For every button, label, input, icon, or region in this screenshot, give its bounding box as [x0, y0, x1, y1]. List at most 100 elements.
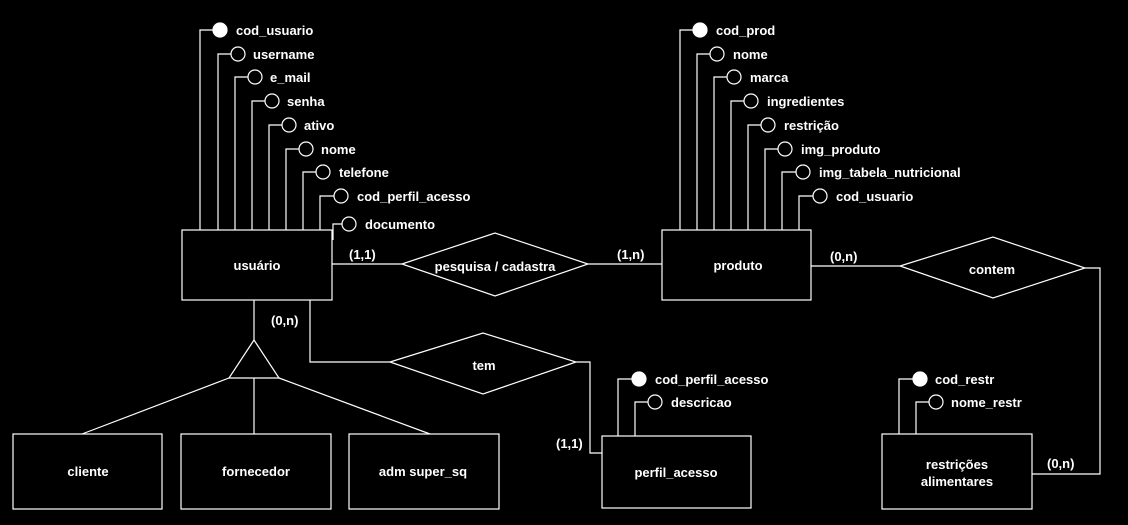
- attr-line: [617, 378, 632, 436]
- attribute-icon: [647, 394, 663, 410]
- key-attribute-icon: [212, 22, 228, 38]
- relationship-label: contem: [969, 262, 1015, 277]
- relationship-label: pesquisa / cadastra: [435, 259, 556, 274]
- cardinalities: (1,1) (1,n) (0,n) (0,n) (1,1) (0,n): [271, 247, 1074, 471]
- attribute-label: cod_usuario: [236, 23, 313, 38]
- attribute-icon: [264, 93, 280, 109]
- cardinality-label: (0,n): [1047, 456, 1074, 471]
- key-attribute-icon: [631, 371, 647, 387]
- entity-perfil-acesso: perfil_acesso: [601, 435, 752, 509]
- entity-label: adm super_sq: [379, 464, 467, 479]
- connector-line: [81, 377, 230, 435]
- entity-box: [348, 433, 500, 510]
- usuario-attributes: cod_usuario username e_mail senha ativo …: [199, 22, 471, 240]
- attr-line: [634, 401, 648, 436]
- attribute-label: img_produto: [801, 142, 880, 157]
- attribute-label: senha: [287, 94, 325, 109]
- entity-restricoes: restrições alimentares: [881, 433, 1033, 510]
- attribute-label: cod_perfil_acesso: [357, 189, 471, 204]
- attr-line: [781, 171, 796, 230]
- attribute-label: descricao: [671, 395, 732, 410]
- entity-label: alimentares: [921, 474, 993, 489]
- attribute-label: restrição: [784, 118, 839, 133]
- relationship-pesquisa: pesquisa / cadastra: [400, 232, 590, 297]
- relationship-tem: tem: [388, 332, 578, 395]
- attribute-label: cod_prod: [716, 23, 775, 38]
- attr-line: [730, 100, 744, 230]
- attribute-icon: [743, 93, 759, 109]
- attribute-icon: [777, 141, 793, 157]
- attribute-icon: [928, 394, 944, 410]
- attribute-icon: [726, 69, 742, 85]
- specialization-triangle: [227, 338, 281, 379]
- attribute-label: e_mail: [270, 70, 310, 85]
- attribute-label: documento: [365, 217, 435, 232]
- entity-label: usuário: [234, 258, 281, 273]
- cardinality-label: (0,n): [271, 313, 298, 328]
- attribute-icon: [298, 141, 314, 157]
- attribute-icon: [230, 46, 246, 62]
- attribute-icon: [281, 117, 297, 133]
- entity-produto: produto: [661, 229, 812, 301]
- attr-line: [217, 53, 231, 230]
- attr-line: [251, 100, 265, 230]
- entity-usuario: usuário: [181, 229, 333, 301]
- attribute-icon: [341, 216, 357, 232]
- restricoes-attributes: cod_restr nome_restr: [898, 371, 1022, 434]
- cardinality-label: (1,n): [617, 247, 644, 262]
- connector-line: [278, 377, 431, 435]
- attr-line: [764, 148, 778, 230]
- attribute-label: nome: [321, 142, 356, 157]
- attribute-label: img_tabela_nutricional: [819, 165, 961, 180]
- connector-line: [309, 300, 390, 363]
- attribute-icon: [247, 69, 263, 85]
- attr-line: [679, 29, 693, 230]
- entity-label: fornecedor: [222, 464, 290, 479]
- attr-line: [332, 223, 342, 240]
- perfil-acesso-attributes: cod_perfil_acesso descricao: [617, 371, 769, 436]
- attr-line: [199, 29, 213, 230]
- relationship-diamond: [388, 332, 578, 395]
- relationship-lines: [81, 263, 1101, 475]
- entity-box: [181, 229, 333, 301]
- entity-box: [180, 433, 332, 510]
- attr-line: [713, 76, 727, 230]
- attr-line: [915, 401, 929, 434]
- entity-box: [881, 433, 1033, 510]
- key-attribute-icon: [692, 22, 708, 38]
- entity-cliente: cliente: [12, 433, 163, 510]
- entity-label: produto: [713, 258, 762, 273]
- attr-line: [285, 148, 299, 230]
- produto-attributes: cod_prod nome marca ingredientes restriç…: [679, 22, 961, 230]
- cardinality-label: (1,1): [349, 247, 376, 262]
- attribute-label: cod_perfil_acesso: [655, 372, 769, 387]
- cardinality-label: (1,1): [556, 436, 583, 451]
- entity-label: restrições: [926, 457, 988, 472]
- attribute-icon: [709, 46, 725, 62]
- relationship-diamond: [898, 236, 1087, 299]
- relationship-contem: contem: [898, 236, 1087, 299]
- attr-line: [268, 124, 282, 230]
- attribute-label: nome: [733, 47, 768, 62]
- attr-line: [747, 124, 761, 230]
- attribute-icon: [795, 164, 811, 180]
- attribute-label: cod_usuario: [836, 189, 913, 204]
- attribute-icon: [333, 188, 349, 204]
- entity-label: cliente: [67, 464, 108, 479]
- attribute-label: cod_restr: [935, 372, 994, 387]
- entity-fornecedor: fornecedor: [180, 433, 332, 510]
- attribute-label: telefone: [339, 165, 389, 180]
- relationship-diamond: [400, 232, 590, 297]
- attribute-icon: [812, 188, 828, 204]
- entity-box: [12, 433, 163, 510]
- entity-box: [601, 435, 752, 509]
- attribute-label: username: [253, 47, 314, 62]
- connector-line: [1032, 267, 1101, 475]
- attribute-label: nome_restr: [951, 395, 1022, 410]
- connector-line: [576, 361, 602, 454]
- attribute-label: marca: [750, 70, 789, 85]
- attr-line: [234, 76, 248, 230]
- attr-line: [302, 171, 316, 230]
- attribute-label: ingredientes: [767, 94, 844, 109]
